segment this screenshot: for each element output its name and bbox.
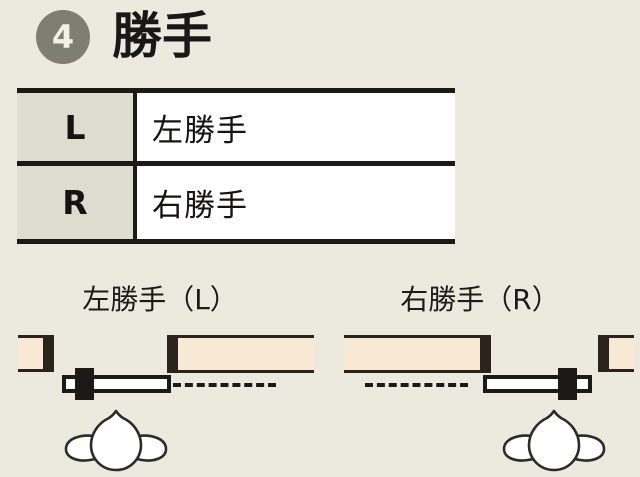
wall-panel (344, 335, 491, 373)
table-cell-code: L (17, 93, 133, 161)
diagram-left-hand: 左勝手（L） (0, 278, 320, 477)
diagram-right-canvas (320, 320, 640, 477)
table-cell-description: 左勝手 (133, 93, 455, 161)
person-top-view (502, 409, 606, 472)
diagram-right-hand: 右勝手（R） (320, 278, 640, 477)
dashed-travel-line (173, 383, 276, 387)
table-cell-code: R (17, 166, 133, 239)
section-number-badge: 4 (36, 10, 90, 64)
page-title: 勝手 (112, 7, 212, 65)
person-top-view (64, 409, 168, 472)
door-handle (558, 368, 577, 400)
section-header: 4 勝手 (0, 0, 640, 78)
table-cell-description: 右勝手 (133, 166, 455, 239)
handing-code-table: L 左勝手 R 右勝手 (17, 88, 455, 244)
door-handle (75, 368, 94, 400)
diagram-right-label: 右勝手（R） (400, 283, 560, 316)
diagram-left-label: 左勝手（L） (82, 283, 238, 316)
table-row: L 左勝手 (17, 93, 455, 166)
wall-stub (598, 335, 634, 372)
diagram-left-canvas (0, 320, 320, 477)
dashed-travel-line (365, 383, 468, 387)
wall-stub (18, 335, 54, 372)
table-row: R 右勝手 (17, 166, 455, 239)
wall-panel (167, 335, 314, 373)
